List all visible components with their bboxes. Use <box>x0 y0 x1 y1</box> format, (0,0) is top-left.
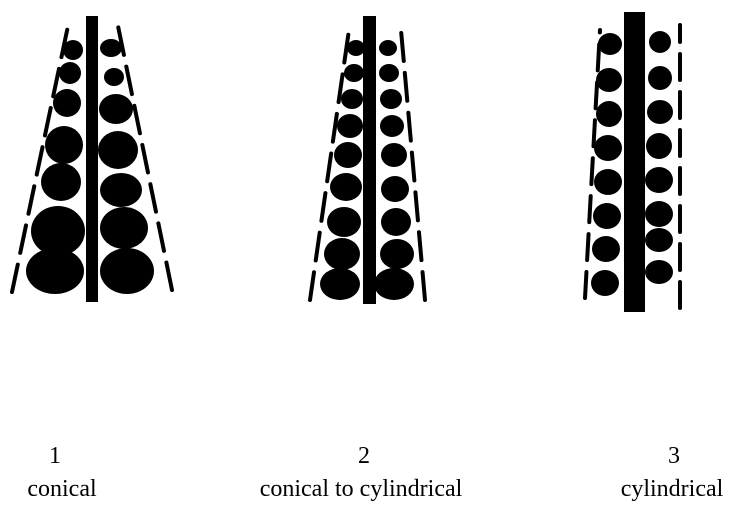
berry <box>100 39 122 57</box>
berry <box>337 114 363 138</box>
berry <box>647 100 673 124</box>
berry <box>334 142 362 168</box>
berry <box>645 201 673 227</box>
berry <box>645 260 673 284</box>
stem <box>624 12 645 312</box>
berry <box>645 167 673 193</box>
berry <box>648 66 672 90</box>
berry <box>593 203 621 229</box>
berry <box>104 68 124 86</box>
berry <box>596 68 622 92</box>
berry <box>381 176 409 202</box>
shape-number-1: 1 <box>49 444 61 468</box>
berry <box>596 101 622 127</box>
berry <box>347 40 365 56</box>
stem <box>363 16 376 304</box>
berry <box>53 89 81 117</box>
berry <box>41 163 81 201</box>
berry <box>379 64 399 82</box>
berry <box>374 268 414 300</box>
berry <box>59 62 81 84</box>
berry <box>380 89 402 109</box>
berry <box>100 173 142 207</box>
berry <box>598 33 622 55</box>
berry <box>380 115 404 137</box>
berry <box>98 131 138 169</box>
shape-label-1: conical <box>27 477 96 501</box>
shape-number-2: 2 <box>358 444 370 468</box>
shape-label-2: conical to cylindrical <box>260 477 463 501</box>
berry <box>649 31 671 53</box>
berry <box>330 173 362 201</box>
berry <box>379 40 397 56</box>
cylindrical-cluster <box>585 12 680 312</box>
conical-cluster <box>12 16 172 302</box>
berry <box>594 169 622 195</box>
berry <box>45 126 83 164</box>
berry <box>100 207 148 249</box>
berry <box>380 239 414 269</box>
shape-number-3: 3 <box>668 444 680 468</box>
berry <box>100 248 154 294</box>
berry <box>26 248 84 294</box>
berry <box>645 228 673 252</box>
berry <box>591 270 619 296</box>
shape-label-3: cylindrical <box>621 477 724 501</box>
berry <box>381 143 407 167</box>
berry <box>381 208 411 236</box>
berry <box>594 135 622 161</box>
berry <box>344 64 364 82</box>
berry <box>341 89 363 109</box>
berry <box>592 236 620 262</box>
berry <box>646 133 672 159</box>
berry <box>327 207 361 237</box>
berry <box>99 94 133 124</box>
conical-to-cylindrical-cluster <box>310 16 425 304</box>
stem <box>86 16 98 302</box>
berry <box>320 268 360 300</box>
berry <box>324 238 360 270</box>
berry <box>63 40 83 60</box>
